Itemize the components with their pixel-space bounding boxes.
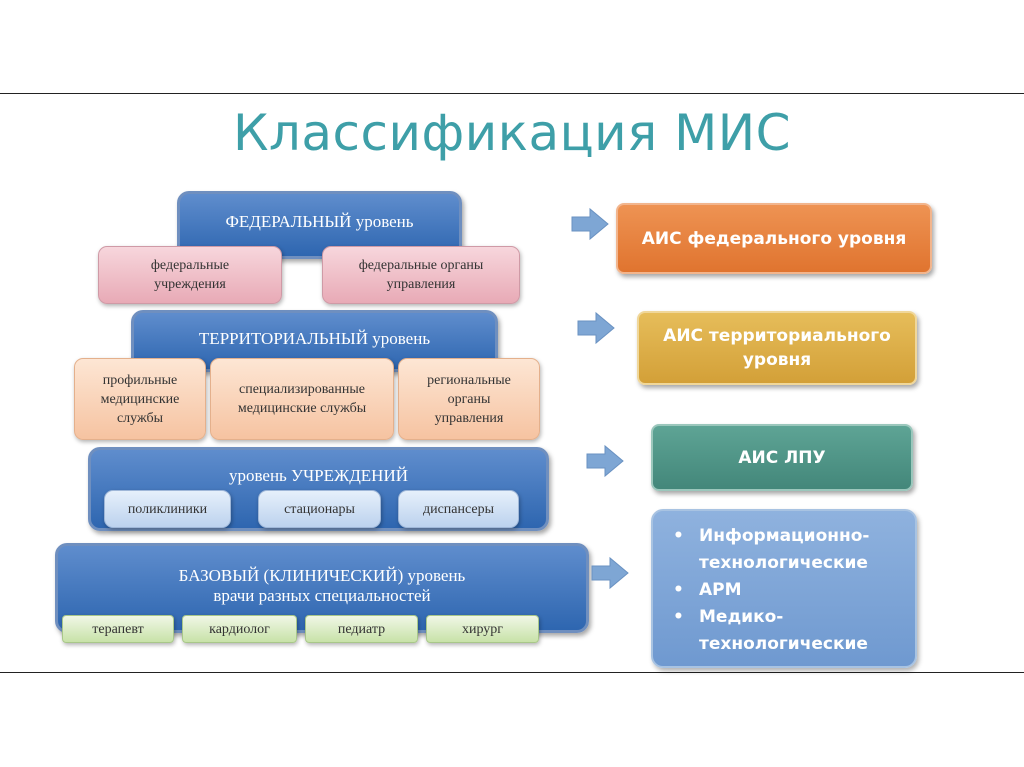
institutions-item: диспансеры <box>398 490 519 528</box>
ais-territorial-box: АИС территориального уровня <box>637 311 917 385</box>
federal-item: федеральные учреждения <box>98 246 282 304</box>
ais-type-item: АРМ <box>673 577 915 604</box>
ais-type-item: Информационно-технологические <box>673 523 889 577</box>
ais-types-list: Информационно-технологические АРМ Медико… <box>651 509 917 668</box>
territorial-item: региональные органы управления <box>398 358 540 440</box>
specialist-item: терапевт <box>62 615 174 643</box>
territorial-item: профильные медицинские службы <box>74 358 206 440</box>
bottom-divider <box>0 672 1024 673</box>
page-title: Классификация МИС <box>232 104 792 162</box>
specialist-item: хирург <box>426 615 539 643</box>
territorial-level-label: ТЕРРИТОРИАЛЬНЫЙ уровень <box>198 329 431 348</box>
ais-federal-box: АИС федерального уровня <box>616 203 932 274</box>
specialist-item: педиатр <box>305 615 418 643</box>
federal-item: федеральные органы управления <box>322 246 520 304</box>
institutions-item: поликлиники <box>104 490 231 528</box>
federal-level-label: ФЕДЕРАЛЬНЫЙ уровень <box>225 212 414 231</box>
specialist-item: кардиолог <box>182 615 297 643</box>
ais-type-item: Медико-технологические <box>673 604 889 658</box>
institutions-level-label: уровень УЧРЕЖДЕНИЙ <box>228 466 409 485</box>
right-arrow-icon <box>586 444 624 478</box>
territorial-item: специализированные медицинские службы <box>210 358 394 440</box>
right-arrow-icon <box>577 311 615 345</box>
basic-level-sublabel: врачи разных специальностей <box>213 586 431 605</box>
right-arrow-icon <box>571 207 609 241</box>
right-arrow-icon <box>591 556 629 590</box>
ais-lpu-box: АИС ЛПУ <box>651 424 913 491</box>
top-divider <box>0 93 1024 94</box>
basic-level-label: БАЗОВЫЙ (КЛИНИЧЕСКИЙ) уровень <box>178 566 466 585</box>
institutions-item: стационары <box>258 490 381 528</box>
